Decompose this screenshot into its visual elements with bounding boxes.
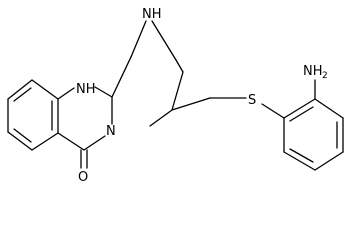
atom-label-nh-top: NH [142,7,162,22]
bond [283,98,316,119]
bond [57,87,75,100]
bond [175,59,184,73]
bond [130,20,147,58]
bond [7,131,33,151]
bond [314,151,344,171]
bonds [7,20,344,171]
bond [314,98,344,119]
bond [7,79,33,100]
bond [171,97,211,111]
bond [261,103,285,119]
bond [289,148,314,163]
bond [13,87,32,102]
atom-label-nh2: NH 2 [303,64,328,81]
atom-labels: NH NH N S O NH 2 [76,7,328,185]
bond [151,20,177,61]
bond [31,132,59,151]
bond [57,132,85,151]
bond [171,71,184,111]
bond [13,128,32,143]
atom-label-nh-left: NH [76,82,96,97]
bond [149,109,173,127]
chemical-structure: NH NH N S O NH 2 [7,7,344,185]
bond [283,151,316,171]
bond [111,56,132,98]
bond [31,79,59,100]
atom-label-o: O [78,170,88,185]
bond [94,86,113,98]
atom-label-nh2-main: NH [303,64,323,79]
atom-label-nh2-subscript: 2 [322,71,328,81]
atom-label-s: S [248,93,256,108]
atom-label-n-ring: N [106,124,116,139]
bond [83,135,106,151]
bond [289,106,314,122]
